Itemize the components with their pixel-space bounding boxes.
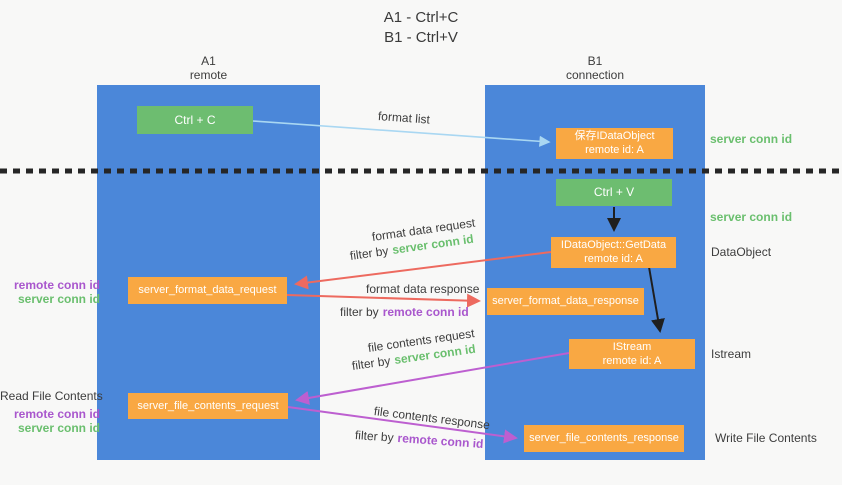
left-read-file-contents: Read File Contents bbox=[0, 389, 103, 403]
left-read-file-block: Read File Contents remote conn id server… bbox=[0, 389, 103, 435]
filter-by-text: filter by bbox=[349, 243, 390, 263]
node-save-idataobject-line2: remote id: A bbox=[585, 144, 644, 156]
node-server-format-data-request: server_format_data_request bbox=[128, 277, 287, 304]
column-header-b1: B1 connection bbox=[485, 54, 705, 82]
node-istream: IStream remote id: A bbox=[569, 339, 695, 369]
node-getdata-line2: remote id: A bbox=[584, 253, 643, 265]
label-format-data-response: format data response bbox=[366, 282, 480, 296]
node-save-idataobject-line1: 保存IDataObject bbox=[574, 130, 655, 142]
column-a1-name: A1 bbox=[201, 54, 216, 68]
right-server-conn-id-top: server conn id bbox=[710, 132, 793, 146]
filter-by-text: filter by bbox=[354, 428, 395, 445]
right-dataobject-label: DataObject bbox=[711, 245, 772, 259]
title-line-a1: A1 - Ctrl+C bbox=[383, 9, 459, 26]
right-server-conn-id-mid: server conn id bbox=[710, 210, 793, 224]
column-b1-name: B1 bbox=[587, 54, 603, 68]
left-remote-conn-id-2: remote conn id bbox=[13, 407, 100, 421]
node-server-format-data-response: server_format_data_response bbox=[487, 288, 644, 315]
title-line-b1: B1 - Ctrl+V bbox=[384, 29, 458, 46]
right-istream-label: Istream bbox=[711, 347, 752, 361]
right-write-file-contents: Write File Contents bbox=[715, 431, 817, 445]
node-ctrl-v: Ctrl + V bbox=[556, 179, 672, 206]
remote-conn-id-text: remote conn id bbox=[397, 430, 484, 451]
remote-conn-id-text: remote conn id bbox=[382, 305, 469, 319]
node-istream-line2: remote id: A bbox=[602, 355, 662, 367]
left-server-conn-id-2: server conn id bbox=[17, 421, 100, 435]
node-getdata-line1: IDataObject::GetData bbox=[560, 239, 667, 251]
node-ctrl-c: Ctrl + C bbox=[137, 106, 253, 134]
column-b1-subtitle: connection bbox=[565, 68, 625, 82]
diagram-title: A1 - Ctrl+C B1 - Ctrl+V bbox=[0, 8, 842, 48]
node-idataobject-getdata: IDataObject::GetData remote id: A bbox=[551, 237, 676, 268]
node-istream-line1: IStream bbox=[612, 341, 652, 353]
column-a1-subtitle: remote bbox=[189, 68, 228, 82]
left-remote-conn-id: remote conn id bbox=[13, 278, 100, 292]
column-header-a1: A1 remote bbox=[97, 54, 320, 82]
filter-by-text: filter by bbox=[351, 353, 392, 373]
node-server-file-contents-request: server_file_contents_request bbox=[128, 393, 288, 419]
node-server-file-contents-response: server_file_contents_response bbox=[524, 425, 684, 452]
left-conn-id-block: remote conn id server conn id bbox=[0, 278, 100, 306]
label-format-list: format list bbox=[377, 109, 431, 127]
label-file-contents-response: file contents response bbox=[373, 404, 491, 433]
node-save-idataobject: 保存IDataObject remote id: A bbox=[556, 128, 673, 159]
filter-by-text: filter by bbox=[340, 305, 379, 319]
left-server-conn-id: server conn id bbox=[17, 292, 100, 306]
